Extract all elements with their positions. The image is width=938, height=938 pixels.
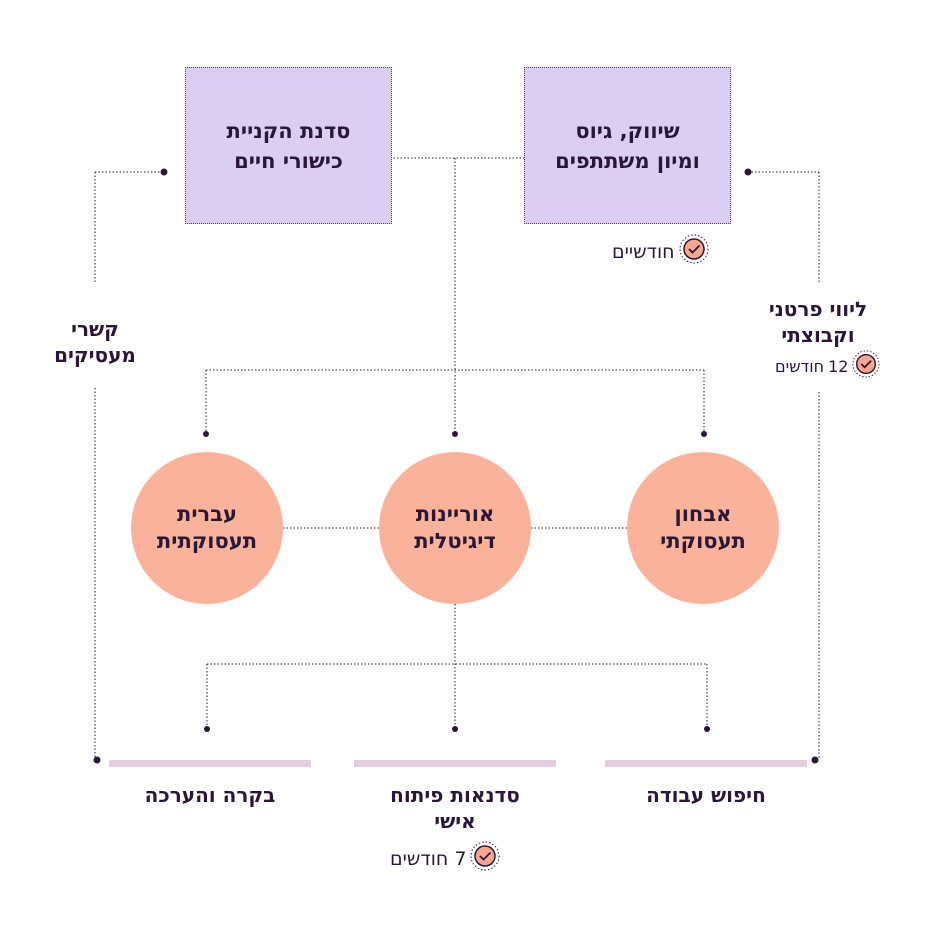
control-bar bbox=[109, 760, 311, 767]
job-search-label: חיפוש עבודה bbox=[646, 783, 766, 807]
check-badge-icon bbox=[852, 350, 880, 382]
marketing-duration: חודשיים bbox=[612, 234, 709, 269]
personal-dev-label: סדנאות פיתוח אישי bbox=[390, 783, 520, 833]
support-duration: 12 חודשים bbox=[775, 350, 880, 382]
marketing-duration-text: חודשיים bbox=[612, 240, 675, 263]
hebrew-circle: עברית תעסוקתית bbox=[131, 452, 283, 604]
support-duration-number: 12 bbox=[828, 356, 849, 376]
job-search-bar bbox=[605, 760, 807, 767]
control-label: בקרה והערכה bbox=[144, 783, 276, 807]
employers-label: קשרי מעסיקים bbox=[54, 317, 136, 367]
diagnosis-text: אבחון תעסוקתי bbox=[660, 502, 746, 553]
marketing-box-text: שיווק, גיוס ומיון משתתפים bbox=[555, 118, 700, 173]
personal-dev-bar bbox=[354, 760, 556, 767]
check-badge-icon bbox=[470, 841, 500, 876]
personal-dev-duration-text: 7 חודשים bbox=[390, 847, 467, 870]
check-badge-icon bbox=[679, 234, 709, 269]
support-label: ליווי פרטני וקבוצתי bbox=[768, 297, 868, 347]
personal-dev-duration: 7 חודשים bbox=[390, 841, 500, 876]
digital-text: אוריינות דיגיטלית bbox=[414, 502, 496, 553]
diagnosis-circle: אבחון תעסוקתי bbox=[627, 452, 779, 604]
workshop-box: סדנת הקניית כישורי חיים bbox=[185, 67, 392, 224]
digital-circle: אוריינות דיגיטלית bbox=[379, 452, 531, 604]
hebrew-text: עברית תעסוקתית bbox=[156, 502, 258, 553]
workshop-box-text: סדנת הקניית כישורי חיים bbox=[226, 118, 351, 173]
support-duration-unit: חודשים bbox=[775, 356, 825, 376]
marketing-box: שיווק, גיוס ומיון משתתפים bbox=[524, 67, 731, 224]
